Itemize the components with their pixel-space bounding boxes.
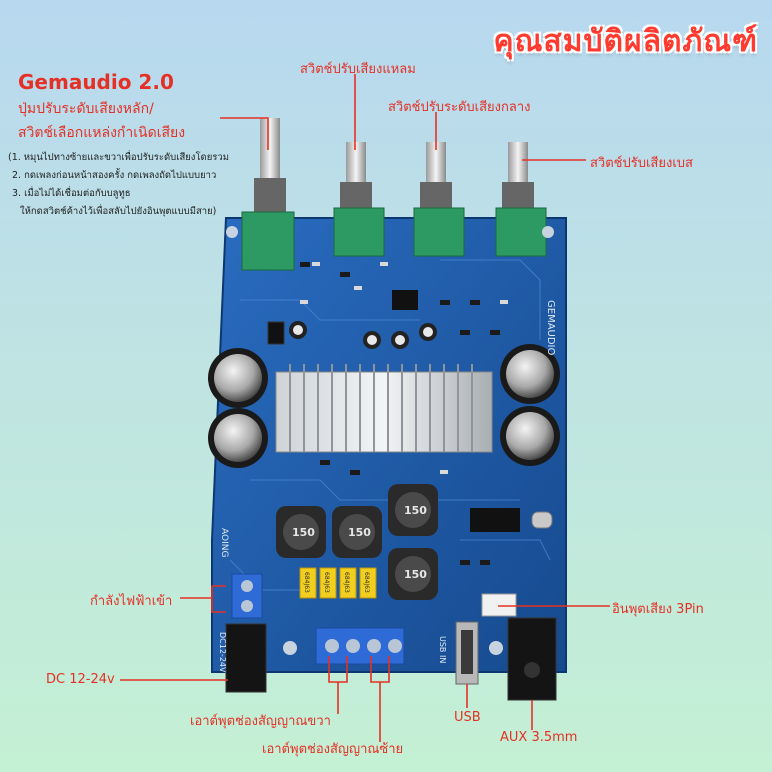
film-cap-label: 684J63 (303, 572, 310, 593)
label-mid: สวิตช์ปรับระดับเสียงกลาง (388, 100, 531, 115)
silk-usb: USB IN (438, 636, 447, 663)
label-power-in: กำลังไฟฟ้าเข้า (90, 594, 173, 609)
label-right-out: เอาต์พุตช่องสัญญาณขวา (190, 714, 331, 729)
capacitors (208, 344, 560, 468)
label-aux: AUX 3.5mm (500, 730, 578, 745)
inductor-label: 150 (404, 568, 427, 581)
film-cap-label: 684J63 (323, 572, 330, 593)
label-dc: DC 12-24v (46, 672, 115, 687)
film-cap-label: 684J63 (343, 572, 350, 593)
silk-brand: GEMAUDIO (545, 300, 556, 356)
note-2: 2. กดเพลงก่อนหน้าสองครั้ง กดเพลงถัดไปแบบ… (12, 170, 217, 181)
inductor-label: 150 (348, 526, 371, 539)
page-title: คุณสมบัติผลิตภัณฑ์ (493, 24, 758, 59)
silk-dc: DC12-24V (218, 632, 227, 673)
main-knob-label-2: สวิตช์เลือกแหล่งกำเนิดเสียง (18, 125, 186, 141)
main-knob-label-1: ปุ่มปรับระดับเสียงหลัก/ (18, 101, 154, 117)
note-1: (1. หมุนไปทางซ้ายและขวาเพื่อปรับระดับเสี… (8, 152, 229, 163)
inductors (276, 484, 438, 600)
silk-aoing: AOING (219, 528, 229, 557)
film-caps (299, 567, 377, 599)
label-treble: สวิตช์ปรับเสียงแหลม (300, 62, 416, 77)
film-cap-label: 684J63 (363, 572, 370, 593)
audio-3pin (481, 593, 517, 617)
inductor-label: 150 (404, 504, 427, 517)
dc-jack (225, 623, 267, 693)
label-bass: สวิตช์ปรับเสียงเบส (590, 156, 693, 171)
pot-main (241, 118, 295, 271)
note-3: 3. เมื่อไม่ได้เชื่อมต่อกับบลูทูธ (12, 188, 131, 199)
label-audio-in: อินพุตเสียง 3Pin (612, 602, 704, 617)
pot-treble (333, 142, 385, 257)
pot-bass (495, 142, 547, 257)
label-left-out: เอาต์พุตช่องสัญญาณซ้าย (262, 742, 404, 757)
note-4: ให้กดสวิตช์ค้างไว้เพื่อสลับไปยังอินพุตแบ… (20, 206, 217, 217)
aux-jack (507, 617, 557, 701)
pot-mid (413, 142, 465, 257)
label-usb: USB (454, 710, 481, 725)
heatsink (275, 364, 493, 453)
inductor-label: 150 (292, 526, 315, 539)
brand-label: Gemaudio 2.0 (18, 70, 174, 94)
